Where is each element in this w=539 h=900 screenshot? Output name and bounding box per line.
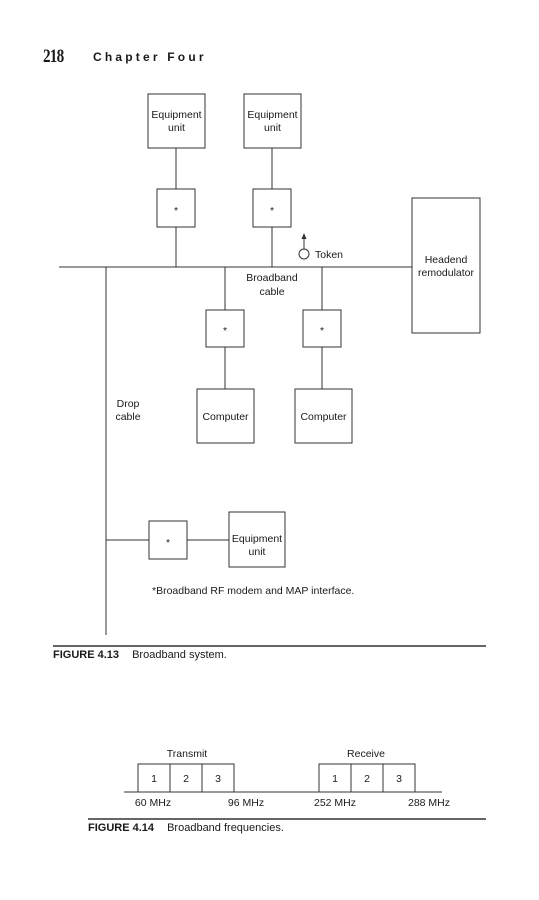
transmit-label: Transmit: [167, 748, 208, 760]
drop-cable-label-a: Drop: [117, 398, 140, 410]
freq-96-label: 96 MHz: [228, 797, 264, 809]
receive-label: Receive: [347, 748, 385, 760]
interface-mark-3: *: [223, 325, 227, 337]
chapter-title: Chapter Four: [93, 50, 207, 64]
figure-4-14-number: FIGURE 4.14: [88, 822, 155, 834]
drop-cable-label-b: cable: [115, 411, 140, 423]
equipment-unit-label-2a: Equipment: [247, 109, 297, 121]
computer-box-1: [196, 388, 255, 444]
freq-252-label: 252 MHz: [314, 797, 356, 809]
interface-mark-2: *: [270, 205, 274, 217]
figure-4-13-caption-text: Broadband system.: [132, 649, 227, 661]
figure-4-13-caption: FIGURE 4.13 Broadband system.: [53, 649, 227, 661]
equipment-unit-label-1b: unit: [168, 122, 185, 134]
equipment-unit-label-3a: Equipment: [232, 533, 282, 545]
page-number: 218: [43, 46, 64, 67]
token-arrow-icon: [301, 233, 307, 239]
freq-288-label: 288 MHz: [408, 797, 450, 809]
interface-mark-1: *: [174, 205, 178, 217]
computer-box-2: [294, 388, 353, 444]
footnote: *Broadband RF modem and MAP interface.: [152, 585, 354, 597]
receive-channel-1: 1: [332, 773, 338, 785]
receive-channel-2: 2: [364, 773, 370, 785]
interface-mark-5: *: [166, 537, 170, 549]
transmit-channel-2: 2: [183, 773, 189, 785]
broadband-cable-label-b: cable: [259, 286, 284, 298]
equipment-unit-label-2b: unit: [264, 122, 281, 134]
computer-label-2: Computer: [300, 411, 347, 423]
equipment-unit-label-3b: unit: [249, 546, 266, 558]
broadband-cable-label-a: Broadband: [246, 272, 298, 284]
headend-label-a: Headend: [425, 254, 468, 266]
figure-4-13-number: FIGURE 4.13: [53, 649, 119, 661]
computer-label-1: Computer: [202, 411, 249, 423]
headend-box: [411, 197, 481, 334]
headend-label-b: remodulator: [418, 267, 475, 279]
receive-channel-3: 3: [396, 773, 402, 785]
token-label: Token: [315, 249, 343, 261]
transmit-channel-3: 3: [215, 773, 221, 785]
figure-4-14-caption: FIGURE 4.14 Broadband frequencies.: [88, 822, 284, 834]
interface-mark-4: *: [320, 325, 324, 337]
equipment-unit-label-1a: Equipment: [151, 109, 201, 121]
figure-4-14-caption-text: Broadband frequencies.: [167, 822, 284, 834]
transmit-channel-1: 1: [151, 773, 157, 785]
freq-60-label: 60 MHz: [135, 797, 171, 809]
equipment-unit-box-3: [228, 511, 286, 568]
